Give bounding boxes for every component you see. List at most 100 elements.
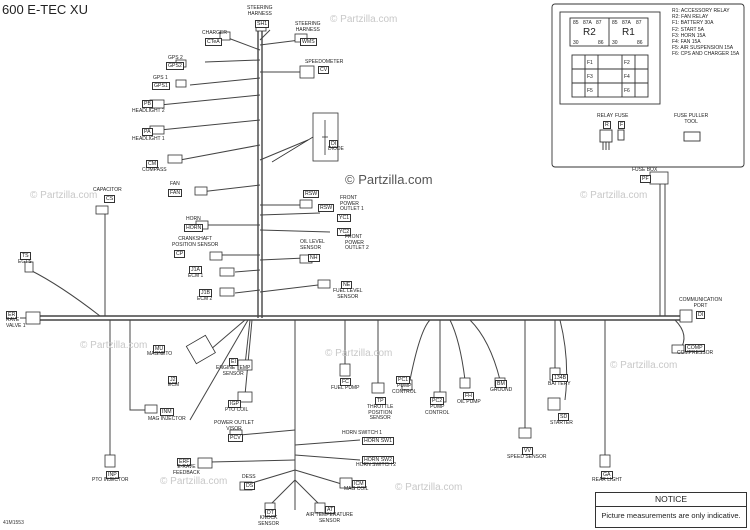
rear-light-label: REAR LIGHT (592, 477, 623, 483)
gps2-code: GPS2 (166, 62, 184, 70)
horn-label: HORN (186, 216, 201, 222)
oil-pump-label: OIL PUMP (457, 399, 481, 405)
gps1-code: GPS1 (152, 82, 170, 90)
fuse-f2: F2 (624, 60, 630, 66)
diode-label: DIODE (328, 146, 344, 152)
pto-coil-code: IGP (228, 400, 241, 408)
fuel-pump-code: FC (340, 378, 351, 386)
legend-line: F5: AIR SUSPENSION 15A (672, 45, 734, 52)
power-outlet-visor-code: PCV (228, 434, 243, 442)
speed-sensor-label: SPEED SENSOR (507, 454, 547, 460)
diagram-title: 600 E-TEC XU (2, 2, 88, 17)
compass-code: CM (146, 160, 159, 168)
legend-line: F2: START 5A (672, 26, 704, 33)
battery-label: BATTERY (548, 381, 571, 387)
relay-part-code: R (603, 121, 611, 129)
horn-sw1-code: HORN SW1 (362, 437, 394, 445)
relay-r2-pin-30: 30 (573, 40, 579, 46)
relay-r1-pin-85: 85 (612, 20, 618, 26)
air-temp-code: AT (325, 506, 336, 514)
watermark: © Partzilla.com (160, 476, 228, 487)
fan-label: FAN (170, 181, 180, 187)
fuse-part-label: FUSE (615, 113, 629, 119)
relay-fuse-legend: R1: ACCESSORY RELAY R2: FAN RELAY F1: BA… (672, 8, 739, 58)
headlight1-label: HEADLIGHT 1 (132, 136, 165, 142)
egts-code: TS (20, 252, 31, 260)
relay-r2-name: R2 (583, 27, 596, 38)
fuse-part-code: F (618, 121, 626, 129)
charger-code: CTeA (205, 38, 222, 46)
notice-title: NOTICE (596, 493, 746, 507)
ecm-j1b-label: ECM 2 (197, 296, 213, 302)
front-outlet-1-code: YC1 (337, 214, 352, 222)
horn-sw2-code: HORN SW2 (362, 456, 394, 464)
rsw-box: RSW (318, 204, 335, 212)
compass-label: COMPASS (142, 167, 167, 173)
mag-coil-label: MAG COIL (344, 486, 369, 492)
watermark: © Partzilla.com (345, 172, 433, 187)
legend-line: F6: CPS AND CHARGER 15A (672, 51, 740, 58)
rsw-code: RSW (303, 190, 320, 198)
watermark: © Partzilla.com (80, 340, 148, 351)
speed-sensor-code: VV (522, 447, 533, 455)
front-outlet-2-code: YC2 (337, 228, 352, 236)
watermark: © Partzilla.com (610, 360, 678, 371)
relay-r2-pin-86: 86 (598, 40, 604, 46)
mag-injector-label: MAG INJECTOR (148, 416, 186, 422)
pump-control-1-code: PC1 (396, 376, 411, 384)
dess-label: DESS (242, 474, 256, 480)
speedometer-code: CV (318, 66, 330, 74)
watermark: © Partzilla.com (330, 14, 398, 25)
fan-code: FAN (168, 189, 183, 197)
ground-label: GROUND (490, 387, 513, 393)
watermark: © Partzilla.com (395, 482, 463, 493)
ecm-j1a-label: ECM 1 (188, 273, 204, 279)
fuse-f3: F3 (587, 74, 593, 80)
part-number: 41M1553 (3, 520, 24, 526)
battery-code: 134B (552, 374, 569, 382)
horn-sw1-label: HORN SWITCH 1 (342, 430, 382, 436)
starter-label: STARTER (550, 420, 573, 426)
compressor-code: COMP (685, 344, 705, 352)
rave-code: ER (6, 311, 18, 319)
rear-light-code: GA (601, 471, 613, 479)
pump-control-2-code: PC2 (430, 397, 445, 405)
pto-injector-label: PTO INJECTOR (92, 477, 129, 483)
watermark: © Partzilla.com (325, 348, 393, 359)
headlight1-code: PA (142, 128, 153, 136)
headlight2-label: HEADLIGHT 2 (132, 108, 165, 114)
mag-coil-code: ICM (352, 480, 366, 488)
steering-harness-2-code: WMS (300, 38, 317, 46)
legend-line: R2: FAN RELAY (672, 14, 709, 21)
capacitor-code: CS (104, 195, 116, 203)
starter-code: SD (558, 413, 570, 421)
relay-part-label: RELAY (597, 113, 614, 119)
relay-r1-name: R1 (622, 27, 635, 38)
notice-text: Picture measurements are only indicative… (601, 511, 741, 520)
gps1-label: GPS 1 (153, 75, 168, 81)
relay-r1-pin-87a: 87A (622, 20, 631, 26)
compressor-label: COMPRESSOR (677, 350, 714, 356)
relay-r1-pin-30: 30 (612, 40, 618, 46)
relay-r2-pin-87: 87 (596, 20, 602, 26)
relay-r1-pin-86: 86 (637, 40, 643, 46)
relay-r2-pin-87a: 87A (583, 20, 592, 26)
headlight2-code: PB (142, 100, 153, 108)
gps2-label: GPS 2 (168, 55, 183, 61)
watermark: © Partzilla.com (30, 190, 98, 201)
relay-r2-pin-85: 85 (573, 20, 579, 26)
capacitor-label: CAPACITOR (93, 187, 122, 193)
horn-sw2-label: HORN SWITCH 2 (356, 462, 396, 468)
fuse-box-label: FUSE BOX (632, 167, 658, 173)
